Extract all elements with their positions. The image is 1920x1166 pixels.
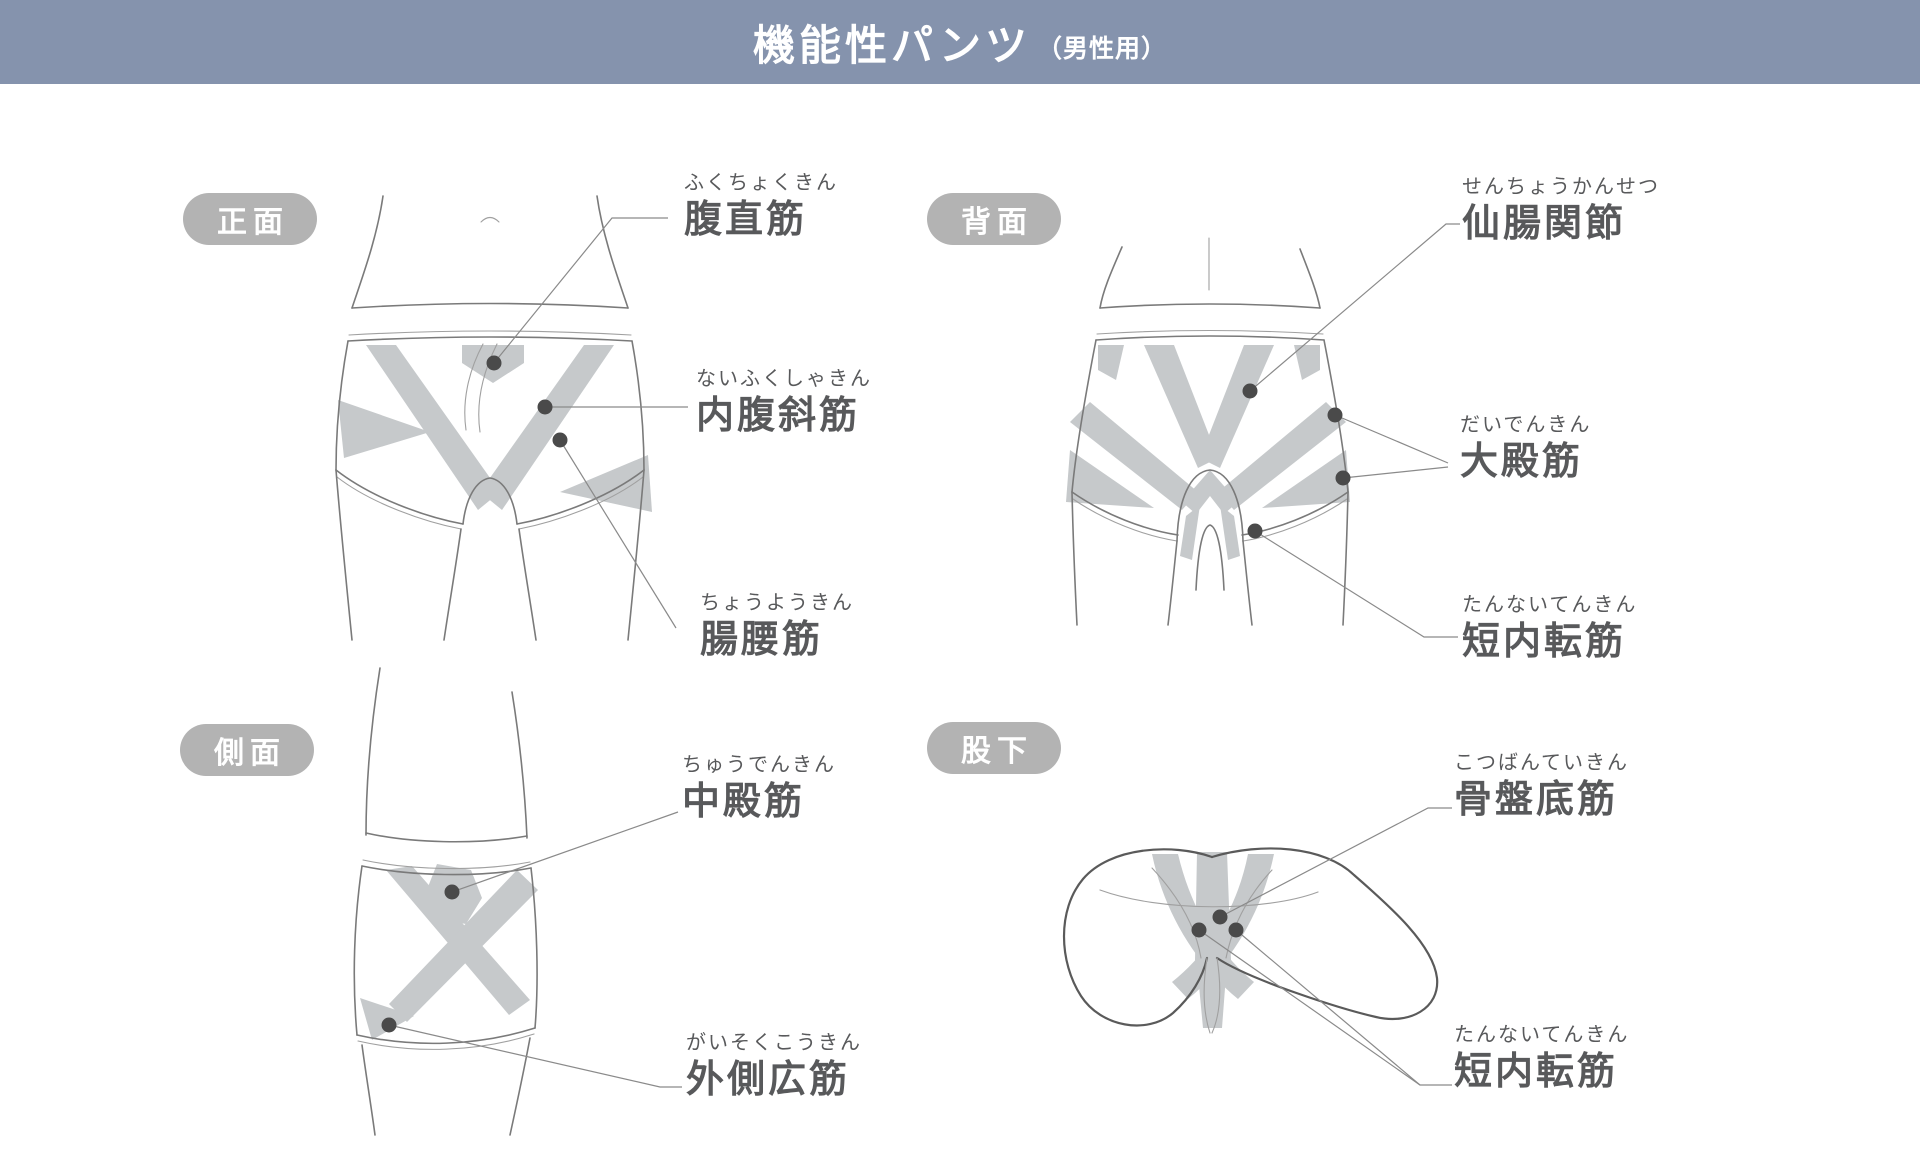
furigana-text: がいそくこうきん	[686, 1030, 862, 1054]
page-header: 機能性パンツ （男性用）	[0, 0, 1920, 84]
kanji-text: 内腹斜筋	[696, 393, 861, 437]
back-zone-v-right	[1200, 345, 1274, 468]
inseam-zone-strip-lower	[1198, 975, 1226, 1028]
label-inseam-pelvic-floor: こつばんていきん 骨盤底筋	[1454, 750, 1629, 818]
front-zone-left-band	[366, 345, 500, 510]
back-zone-v-left	[1144, 345, 1218, 468]
kanji-text: 中殿筋	[682, 779, 806, 823]
label-back-sacroiliac: せんちょうかんせつ 仙腸関節	[1462, 174, 1660, 242]
kanji-text: 腸腰筋	[700, 617, 824, 661]
kanji-text: 仙腸関節	[1462, 201, 1627, 245]
furigana-text: ちょうようきん	[700, 590, 854, 614]
furigana-text: ないふくしゃきん	[696, 366, 872, 390]
badge-front: 正面	[183, 193, 317, 245]
marker-dot	[1335, 470, 1351, 486]
back-zone-corner-right	[1294, 345, 1320, 380]
badge-inseam: 股下	[927, 722, 1061, 774]
leader-rectus	[493, 217, 668, 364]
leader-vastus-lat	[388, 1024, 682, 1088]
leader-gluteus-med	[451, 811, 679, 893]
back-zone-stem-right	[1220, 505, 1240, 560]
back-view-figure	[1066, 223, 1460, 638]
furigana-text: せんちょうかんせつ	[1462, 174, 1660, 198]
leader-iliopsoas	[559, 439, 677, 629]
label-front-iliopsoas: ちょうようきん 腸腰筋	[700, 590, 854, 658]
badge-back: 背面	[927, 193, 1061, 245]
badge-side: 側面	[180, 724, 314, 776]
back-zone-crotch-chevron	[1182, 470, 1238, 514]
front-zone-right-band	[480, 345, 614, 510]
marker-dot	[444, 884, 460, 900]
leader-gluteus-max-1	[1334, 414, 1449, 464]
back-zone-tri-left	[1066, 450, 1154, 508]
leader-adductor-back	[1254, 530, 1458, 638]
marker-dot	[552, 432, 568, 448]
label-side-gluteus-med: ちゅうでんきん 中殿筋	[682, 752, 836, 820]
marker-dot	[381, 1017, 397, 1033]
furigana-text: たんないてんきん	[1454, 1022, 1630, 1046]
furigana-text: だいでんきん	[1460, 412, 1592, 436]
label-front-rectus: ふくちょくきん 腹直筋	[684, 170, 838, 238]
side-zone-band-2	[389, 870, 538, 1022]
kanji-text: 骨盤底筋	[1454, 777, 1619, 821]
marker-dot	[1228, 922, 1244, 938]
marker-dot	[1247, 523, 1263, 539]
side-view-figure	[353, 667, 682, 1136]
label-inseam-adductor: たんないてんきん 短内転筋	[1454, 1022, 1629, 1090]
leader-pelvic-floor	[1219, 807, 1452, 918]
back-zone-stem-left	[1180, 505, 1200, 560]
furigana-text: こつばんていきん	[1454, 750, 1629, 774]
marker-dot	[1212, 909, 1228, 925]
marker-dot	[486, 355, 502, 371]
marker-dot	[1191, 922, 1207, 938]
page-title: 機能性パンツ	[752, 20, 1032, 70]
inseam-view-figure	[1062, 807, 1452, 1086]
kanji-text: 腹直筋	[684, 197, 808, 241]
kanji-text: 大殿筋	[1460, 439, 1584, 483]
marker-dot	[537, 399, 553, 415]
back-zone-band-right	[1218, 402, 1346, 510]
leader-adductor-inseam-2	[1235, 929, 1421, 1086]
inseam-zone-band-right	[1172, 854, 1274, 999]
front-view-figure	[335, 195, 688, 641]
back-zone-band-left	[1070, 402, 1198, 510]
marker-dot	[1242, 383, 1258, 399]
label-back-adductor: たんないてんきん 短内転筋	[1462, 592, 1637, 660]
front-zone-left-triangle	[338, 400, 430, 458]
label-side-vastus-lat: がいそくこうきん 外側広筋	[686, 1030, 862, 1098]
back-zone-corner-left	[1098, 345, 1124, 380]
kanji-text: 短内転筋	[1454, 1049, 1619, 1093]
furigana-text: ちゅうでんきん	[682, 752, 836, 776]
leader-gluteus-max-2	[1342, 466, 1449, 479]
back-zone-tri-right	[1262, 450, 1350, 508]
label-front-internal-oblique: ないふくしゃきん 内腹斜筋	[696, 366, 872, 434]
page-subtitle: （男性用）	[1037, 34, 1168, 63]
marker-dot	[1327, 407, 1343, 423]
label-back-gluteus-max: だいでんきん 大殿筋	[1460, 412, 1591, 480]
front-zone-right-triangle	[560, 455, 652, 512]
leader-sacroiliac	[1249, 223, 1460, 392]
kanji-text: 外側広筋	[686, 1057, 851, 1101]
furigana-text: ふくちょくきん	[684, 170, 838, 194]
furigana-text: たんないてんきん	[1462, 592, 1638, 616]
kanji-text: 短内転筋	[1462, 619, 1627, 663]
